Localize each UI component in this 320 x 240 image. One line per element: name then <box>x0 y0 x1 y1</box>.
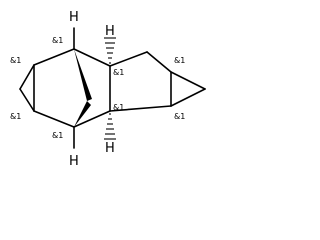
bond-cp-to-bridgehead-top <box>33 48 75 66</box>
hydrogen-label-bridgehead-bottom: H <box>69 154 79 169</box>
stereo-label-fusion-top: &1 <box>113 68 124 77</box>
bond-bridgehead-top-to-fusion-top <box>73 48 111 67</box>
hash-fusion-top <box>104 37 116 64</box>
stereo-label-bridgehead-bottom: &1 <box>52 131 63 140</box>
cyclopentane-ring <box>109 51 172 112</box>
bond-right-cp-top <box>170 71 206 90</box>
bond-left-cp-top <box>19 64 35 90</box>
right-cyclopropane-ring <box>170 71 206 107</box>
wedge-bridge-bottom <box>74 101 91 127</box>
wedge-bridge-top <box>74 49 92 101</box>
fusion-hydrogen-bonds <box>104 37 116 140</box>
bicyclic-core <box>33 48 111 128</box>
stereo-label-cp-left-top: &1 <box>10 56 21 65</box>
bond-bridgehead-bottom-to-cp <box>33 110 75 128</box>
molecular-structure-diagram: H H H H &1 &1 &1 &1 &1 &1 &1 &1 <box>10 10 206 169</box>
left-cyclopropane-ring <box>19 64 35 112</box>
stereo-label-cp-right-top: &1 <box>174 56 185 65</box>
hydrogen-label-fusion-top: H <box>105 24 115 39</box>
hydrogen-label-fusion-bottom: H <box>105 141 115 156</box>
hydrogen-label-bridgehead-top: H <box>69 10 79 25</box>
bond-ch2-to-cp-right-top <box>146 51 172 73</box>
bond-fusion-top-to-ch2 <box>109 51 148 67</box>
stereo-label-bridgehead-top: &1 <box>52 36 63 45</box>
bond-cp-right-bottom-to-fusion <box>109 105 172 112</box>
hash-fusion-bottom <box>104 113 116 140</box>
stereo-label-fusion-bottom: &1 <box>113 103 124 112</box>
bond-left-cp-bottom <box>19 88 35 112</box>
stereo-label-cp-right-bottom: &1 <box>174 112 185 121</box>
bond-fusion-bottom-to-bridgehead-bottom <box>73 110 111 128</box>
stereo-label-cp-left-bottom: &1 <box>10 112 21 121</box>
bond-right-cp-bottom <box>170 88 206 107</box>
